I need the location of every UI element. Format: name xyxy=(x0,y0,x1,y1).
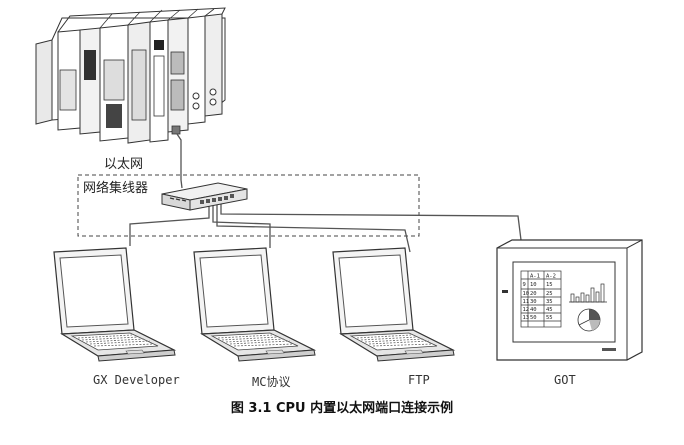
got-table-cell: 15 xyxy=(546,282,553,288)
got-table-cell: 45 xyxy=(546,307,553,313)
got-table-cell: 35 xyxy=(546,299,553,305)
figure-caption: 图 3.1 CPU 内置以太网端口连接示例 xyxy=(230,401,454,416)
hub-icon xyxy=(161,182,248,211)
laptop-icon xyxy=(53,247,176,362)
got-table-header: A-1 xyxy=(530,274,540,280)
cables xyxy=(129,133,522,253)
got-table-cell: 11 xyxy=(523,299,530,305)
laptop-icon xyxy=(332,247,455,362)
device-label-ftp: FTP xyxy=(408,373,430,387)
got-table-cell: 13 xyxy=(523,315,530,321)
got-table-cell: 50 xyxy=(530,315,537,321)
got-table-cell: 9 xyxy=(523,282,526,288)
got-table-cell: 55 xyxy=(546,315,553,321)
hub-area-box xyxy=(77,174,420,237)
got-table-cell: 20 xyxy=(530,291,537,297)
got-table-cell: 40 xyxy=(530,307,537,313)
got-table-header: A-2 xyxy=(546,274,556,280)
got-table-cell: 25 xyxy=(546,291,553,297)
hub-label: 网络集线器 xyxy=(83,181,149,196)
ethernet-label: 以太网 xyxy=(104,157,144,172)
device-label-mc-protocol: MC协议 xyxy=(252,375,291,389)
device-label-got: GOT xyxy=(554,373,576,387)
got-table-cell: 10 xyxy=(530,282,537,288)
got-table-cell: 12 xyxy=(523,307,530,313)
got-table-cell: 30 xyxy=(530,299,537,305)
plc-icon xyxy=(35,7,226,144)
got-table-cell: 10 xyxy=(523,291,530,297)
device-label-gx-developer: GX Developer xyxy=(93,373,180,387)
laptop-icon xyxy=(193,247,316,362)
